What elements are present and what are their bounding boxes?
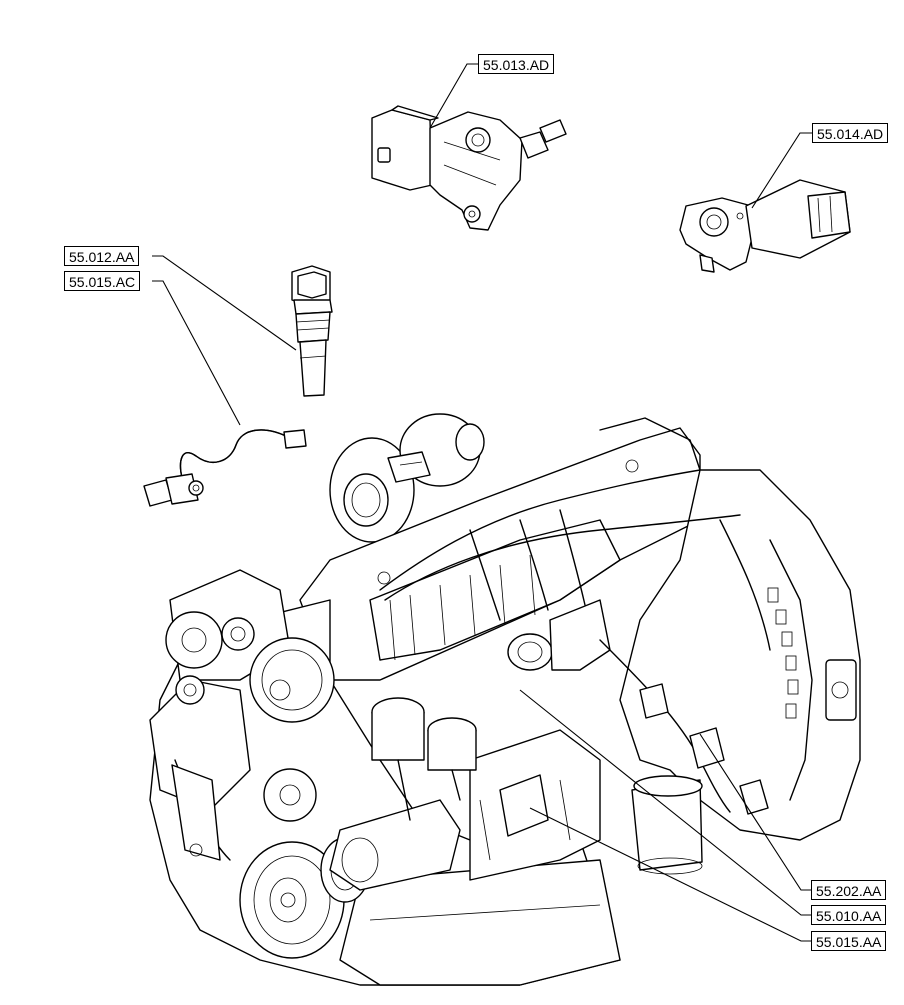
callout-55-012-aa: 55.012.AA <box>64 246 140 266</box>
lower-components <box>329 697 703 891</box>
speed-sensor-55-015-ac <box>143 429 307 507</box>
callout-55-010-aa: 55.010.AA <box>811 905 887 925</box>
cylinder-head-injectors <box>369 469 741 671</box>
boost-sensor-55-014-ad <box>679 179 851 273</box>
harness-connectors <box>599 519 771 815</box>
callout-55-015-aa: 55.015.AA <box>811 931 887 951</box>
temperature-sensor-55-012-aa <box>291 265 333 397</box>
pressure-sensor-55-013-ad <box>371 105 567 231</box>
leader-lines <box>152 63 812 942</box>
callout-55-015-ac: 55.015.AC <box>64 271 141 291</box>
callout-55-013-ad: 55.013.AD <box>478 54 555 74</box>
callout-55-014-ad: 55.014.AD <box>812 123 889 143</box>
turbocharger <box>329 413 485 543</box>
callout-55-202-aa: 55.202.AA <box>811 880 887 900</box>
